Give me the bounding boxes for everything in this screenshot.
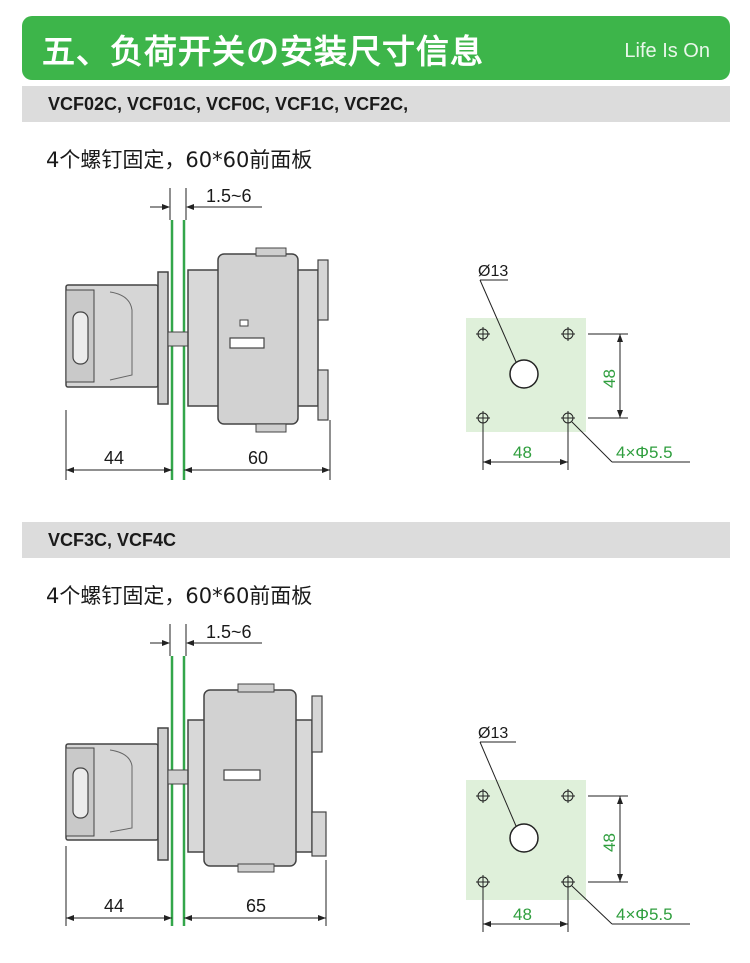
model-bar-2: VCF3C, VCF4C	[22, 522, 730, 558]
dim-panel-label-2: 1.5~6	[206, 622, 252, 642]
model-bar-1: VCF02C, VCF01C, VCF0C, VCF1C, VCF2C,	[22, 86, 730, 122]
hole-dia-label-2: Ø13	[478, 725, 508, 742]
brand-tagline: Life Is On	[624, 40, 710, 62]
dim-bottom-2: 44 65	[65, 846, 327, 926]
caption-1: 4个螺钉固定，60*60前面板	[46, 148, 313, 172]
cutout-w-label-1: 48	[513, 443, 532, 462]
model-list-2: VCF3C, VCF4C	[48, 530, 177, 550]
page-title: 五、负荷开关の安装尺寸信息	[42, 32, 484, 71]
dim-panel-thickness-1: 1.5~6	[150, 186, 262, 220]
switch-body-2	[187, 683, 327, 873]
handle-assembly-1	[65, 271, 169, 405]
screw-holes-label-1: 4×Φ5.5	[616, 443, 673, 462]
model-list-1: VCF02C, VCF01C, VCF0C, VCF1C, VCF2C,	[48, 94, 409, 114]
dim-panel-label-1: 1.5~6	[206, 186, 252, 206]
panel-cutout-1: Ø13 48 48 4×Φ5.5	[466, 263, 690, 470]
screw-holes-label-2: 4×Φ5.5	[616, 905, 673, 924]
dim-panel-thickness-2: 1.5~6	[150, 622, 262, 656]
cutout-w-label-2: 48	[513, 905, 532, 924]
drawing-2: 1.5~6 44 65	[65, 622, 690, 932]
handle-assembly-2	[65, 727, 169, 861]
dim-front-label-2: 44	[104, 896, 124, 916]
caption-2: 4个螺钉固定，60*60前面板	[46, 584, 313, 608]
switch-body-1	[187, 247, 329, 433]
dim-back-label-2: 65	[246, 896, 266, 916]
cutout-h-label-1: 48	[600, 369, 619, 388]
hole-dia-label-1: Ø13	[478, 263, 508, 280]
dim-back-label-1: 60	[248, 448, 268, 468]
dim-bottom-1: 44 60	[65, 410, 331, 480]
header-banner: 五、负荷开关の安装尺寸信息 Life Is On	[22, 16, 730, 80]
dim-front-label-1: 44	[104, 448, 124, 468]
panel-cutout-2: Ø13 48 48 4×Φ5.5	[466, 725, 690, 932]
cutout-h-label-2: 48	[600, 833, 619, 852]
drawing-1: 1.5~6 44 60	[65, 186, 690, 480]
